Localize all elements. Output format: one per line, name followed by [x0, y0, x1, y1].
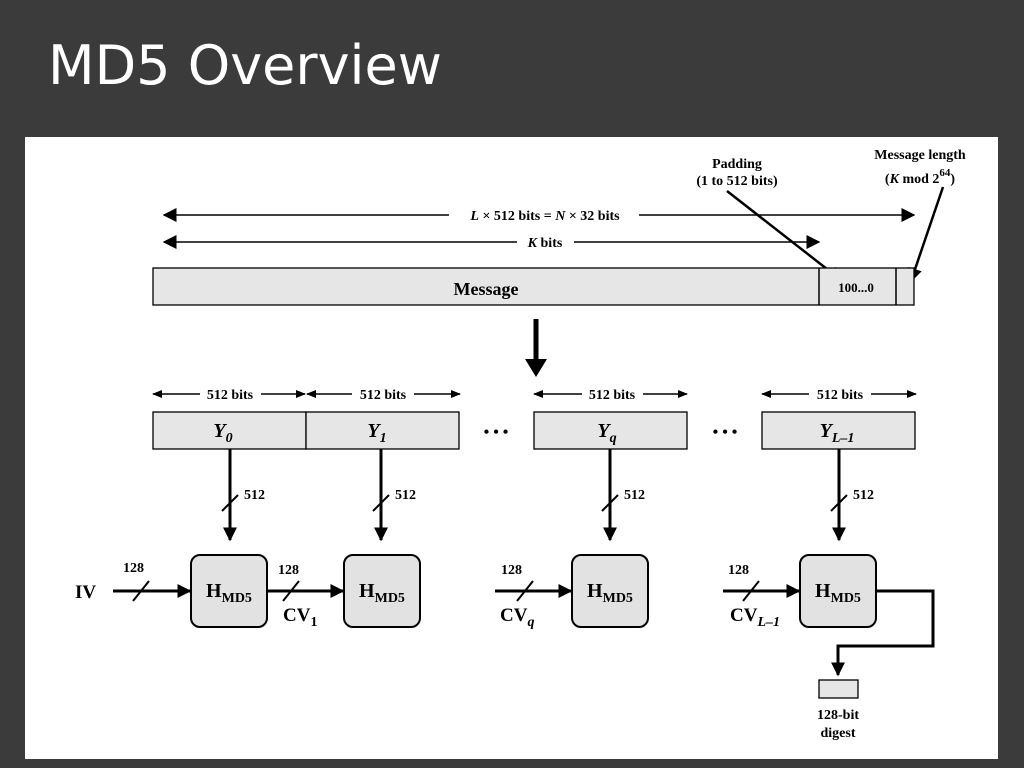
- cvl-1-bus-128-label: 128: [728, 563, 749, 578]
- hmd5-label-1: HMD5: [359, 580, 405, 606]
- ellipsis-1: • • •: [484, 424, 509, 441]
- md5-diagram-figure: Padding (1 to 512 bits) Message length (…: [25, 137, 998, 759]
- block-feed-buses: [221, 449, 848, 542]
- block-width-label-0: 512 bits: [207, 388, 254, 403]
- cvl-1-label: CVL–1: [730, 605, 780, 630]
- message-bar: [152, 267, 915, 306]
- digest-label-line1: 128-bit: [817, 708, 859, 723]
- cvq-bus-slash: [516, 580, 534, 602]
- hmd5-label-3: HMD5: [815, 580, 861, 606]
- total-length-label: L × 512 bits = N × 32 bits: [469, 209, 620, 224]
- cv1-bus-slash: [282, 580, 300, 602]
- bus-512-label-0: 512: [244, 488, 265, 503]
- bus-512-label-1: 512: [395, 488, 416, 503]
- slide-title: MD5 Overview: [48, 34, 442, 97]
- bus-512-label-3: 512: [853, 488, 874, 503]
- block-yq-label: Yq: [597, 420, 616, 446]
- hmd5-label-0: HMD5: [206, 580, 252, 606]
- ellipsis-2: • • •: [713, 424, 738, 441]
- block-y0: [152, 411, 307, 450]
- iv-bus-128-label: 128: [123, 561, 144, 576]
- block-width-dimensions: 512 bits 512 bits 512 bits 512 bits: [152, 388, 917, 403]
- split-down-arrowhead: [525, 359, 547, 377]
- padding-label-line2: (1 to 512 bits): [696, 174, 778, 189]
- block-yq: [533, 411, 688, 450]
- iv-label: IV: [75, 582, 96, 603]
- block-width-label-2: 512 bits: [589, 388, 636, 403]
- hmd5-label-2: HMD5: [587, 580, 633, 606]
- padding-value-label: 100...0: [838, 280, 874, 295]
- digest-box: [818, 679, 859, 699]
- message-length-pointer-arrow: [908, 186, 945, 283]
- block-width-label-1: 512 bits: [360, 388, 407, 403]
- block-width-label-3: 512 bits: [817, 388, 864, 403]
- cvl-1-bus-slash: [742, 580, 760, 602]
- block-y1: [305, 411, 460, 450]
- block-yl-1: [761, 411, 916, 450]
- message-label: Message: [454, 279, 519, 299]
- cvq-bus-128-label: 128: [501, 563, 522, 578]
- bus-512-label-2: 512: [624, 488, 645, 503]
- padding-label-line1: Padding: [712, 157, 762, 172]
- padding-pointer-arrow: [726, 190, 843, 281]
- md5-diagram: Padding (1 to 512 bits) Message length (…: [75, 148, 966, 741]
- cvq-label: CVq: [500, 605, 534, 630]
- digest-output-path: [831, 589, 935, 677]
- iv-bus-slash: [132, 580, 150, 602]
- digest-label-line2: digest: [821, 726, 856, 741]
- block-yl-1-label: YL–1: [820, 420, 855, 446]
- message-length-label-line2: (K mod 264): [885, 167, 955, 187]
- k-bits-label: K bits: [527, 236, 563, 251]
- block-y1-label: Y1: [367, 420, 386, 446]
- cv1-bus-128-label: 128: [278, 563, 299, 578]
- message-length-label-line1: Message length: [874, 148, 966, 163]
- block-y0-label: Y0: [213, 420, 232, 446]
- cv1-label: CV1: [283, 605, 317, 630]
